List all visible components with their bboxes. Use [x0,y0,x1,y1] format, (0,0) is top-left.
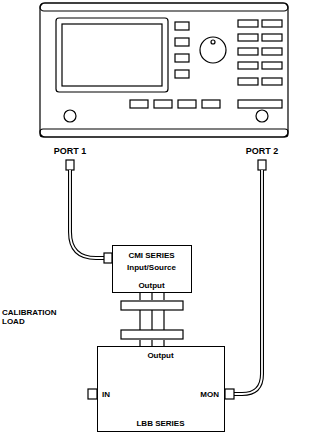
node-text: MON [200,390,219,399]
node-text: IN [102,390,110,399]
calibration-load: CALIBRATION LOAD [120,300,184,340]
node-text: Output [147,351,173,360]
node-text: CALIBRATION LOAD [2,308,66,326]
port-label: PORT 2 [246,146,279,156]
output-connector [140,293,164,300]
node-text: Output [138,281,164,290]
port-label: PORT 1 [54,146,87,156]
lbb-box: OutputIN MON LBB SERIES [97,346,225,432]
node-text: LBB SERIES [136,419,184,428]
load-plates [120,300,184,340]
node-text: CMI SERIES [128,251,174,260]
cmi-box: CMI SERIES Input/SourceOutput [112,245,192,293]
node-text: Input/Source [127,263,176,272]
